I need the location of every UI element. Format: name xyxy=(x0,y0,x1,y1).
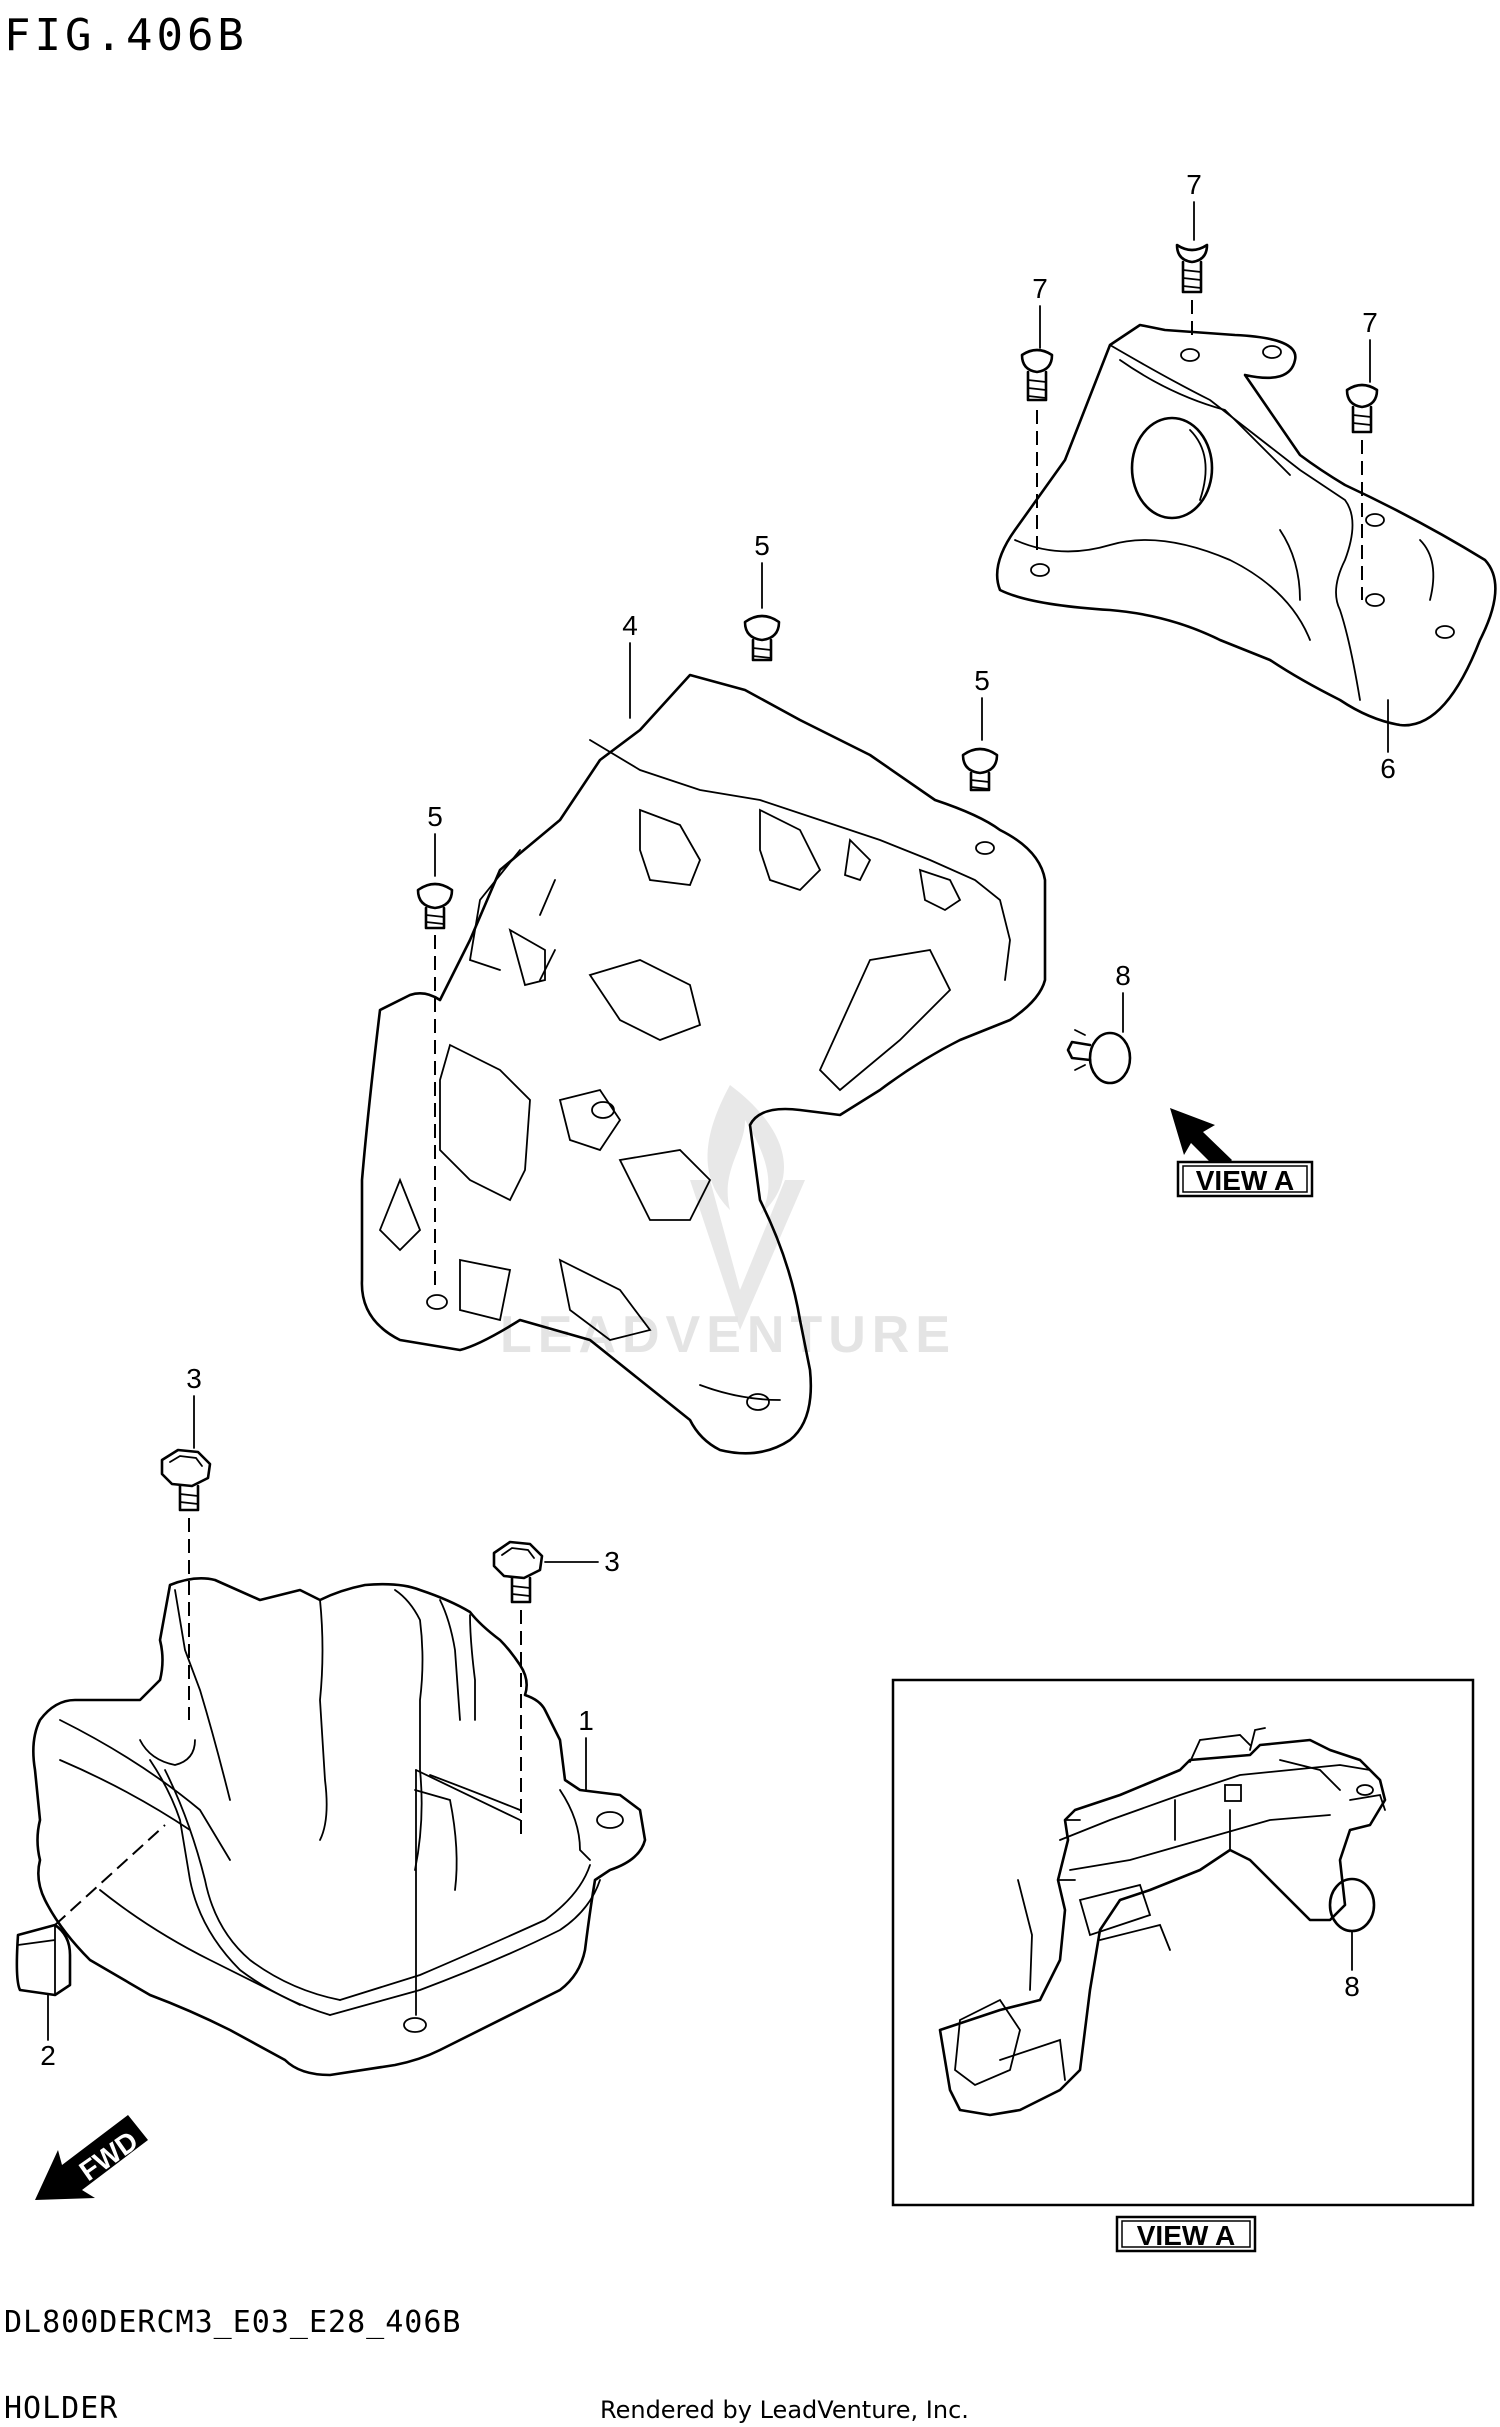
part-7-screw-top[interactable] xyxy=(1175,243,1209,340)
callout-8: 8 xyxy=(1344,1971,1360,2002)
view-a-text: VIEW A xyxy=(1196,1165,1295,1196)
rendered-by-credit: Rendered by LeadVenture, Inc. xyxy=(600,2396,969,2424)
view-a-detail-drawing xyxy=(938,1727,1387,2117)
part-8-clip[interactable] xyxy=(1066,1029,1132,1085)
part-5-screw-right[interactable] xyxy=(961,747,999,792)
figure-title: FIG.406B xyxy=(4,10,248,61)
leadventure-watermark: LEADVENTURE xyxy=(500,1085,950,1364)
part-7-screw-right[interactable] xyxy=(1345,383,1379,600)
bolt-3-guide-2 xyxy=(415,1769,521,1821)
diagram-code: DL800DERCM3_E03_E28_406B xyxy=(4,2305,461,2340)
part-1-battery-tray[interactable] xyxy=(32,1577,647,2077)
callouts: 7 7 7 6 5 5 5 4 8 8 3 3 1 xyxy=(40,169,1396,2071)
part-4-holder-frame[interactable] xyxy=(360,673,1047,1455)
callout-1: 1 xyxy=(578,1705,594,1736)
view-a-inset xyxy=(891,1678,1475,2207)
callout-6: 6 xyxy=(1380,753,1396,784)
callout-7: 7 xyxy=(1186,169,1202,200)
callout-7: 7 xyxy=(1032,273,1048,304)
part-5-screw-top[interactable] xyxy=(743,614,781,662)
part-3-bolt-right[interactable] xyxy=(492,1540,544,1840)
part-6-bracket[interactable] xyxy=(995,323,1497,727)
callout-4: 4 xyxy=(622,610,638,641)
part-3-bolt-left[interactable] xyxy=(160,1448,212,1720)
callout-5: 5 xyxy=(974,665,990,696)
view-a-label-top: VIEW A xyxy=(1176,1160,1314,1198)
callout-3: 3 xyxy=(186,1363,202,1394)
view-a-text-bottom: VIEW A xyxy=(1137,2220,1236,2251)
callout-5: 5 xyxy=(754,530,770,561)
callout-5: 5 xyxy=(427,801,443,832)
callout-2: 2 xyxy=(40,2040,56,2071)
part-2-pad[interactable] xyxy=(15,1824,166,1997)
callout-7: 7 xyxy=(1362,307,1378,338)
section-name: HOLDER xyxy=(4,2391,118,2426)
callout-8: 8 xyxy=(1115,960,1131,991)
part-5-screw-left[interactable] xyxy=(416,882,454,1290)
fwd-direction-arrow: FWD xyxy=(35,2115,148,2200)
view-a-label-bottom: VIEW A xyxy=(1115,2215,1257,2253)
part-7-screw-left[interactable] xyxy=(1020,348,1054,555)
view-a-arrow xyxy=(1170,1108,1232,1172)
callout-3: 3 xyxy=(604,1546,620,1577)
